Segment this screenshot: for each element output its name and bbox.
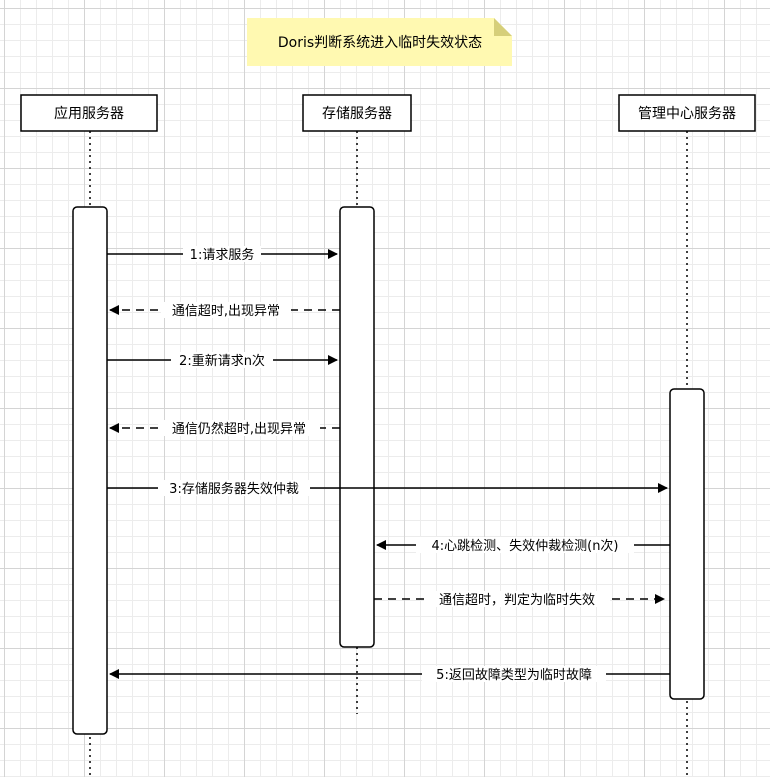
message-timeout-1: 通信超时,出现异常 — [109, 302, 340, 319]
message-label: 3:存储服务器失效仲裁 — [169, 481, 299, 497]
message-5: 5:返回故障类型为临时故障 — [109, 666, 670, 683]
message-label: 通信超时，判定为临时失效 — [439, 593, 595, 608]
activation-storage — [339, 206, 375, 648]
activation-app — [72, 206, 108, 735]
participant-label: 应用服务器 — [54, 105, 124, 122]
message-4: 4:心跳检测、失效仲裁检测(n次) — [376, 537, 670, 554]
participant-label: 管理中心服务器 — [638, 106, 736, 122]
note: Doris判断系统进入临时失效状态 — [247, 18, 512, 66]
message-timeout-2: 通信仍然超时,出现异常 — [109, 420, 340, 437]
message-label: 5:返回故障类型为临时故障 — [436, 668, 592, 683]
message-1: 1:请求服务 — [107, 246, 338, 263]
message-label: 通信仍然超时,出现异常 — [172, 421, 306, 437]
activation-mgmt — [669, 388, 705, 700]
message-temp-failure: 通信超时，判定为临时失效 — [374, 591, 665, 608]
message-label: 通信超时,出现异常 — [172, 304, 280, 319]
note-text: Doris判断系统进入临时失效状态 — [278, 35, 482, 51]
participant-storage: 存储服务器 — [302, 94, 412, 132]
participant-label: 存储服务器 — [322, 106, 392, 122]
participant-app: 应用服务器 — [20, 94, 158, 132]
participant-mgmt: 管理中心服务器 — [618, 94, 756, 132]
message-3: 3:存储服务器失效仲裁 — [107, 480, 668, 497]
message-label: 2:重新请求n次 — [179, 353, 265, 369]
message-label: 4:心跳检测、失效仲裁检测(n次) — [431, 538, 618, 554]
message-2: 2:重新请求n次 — [107, 352, 338, 369]
message-label: 1:请求服务 — [190, 247, 255, 263]
